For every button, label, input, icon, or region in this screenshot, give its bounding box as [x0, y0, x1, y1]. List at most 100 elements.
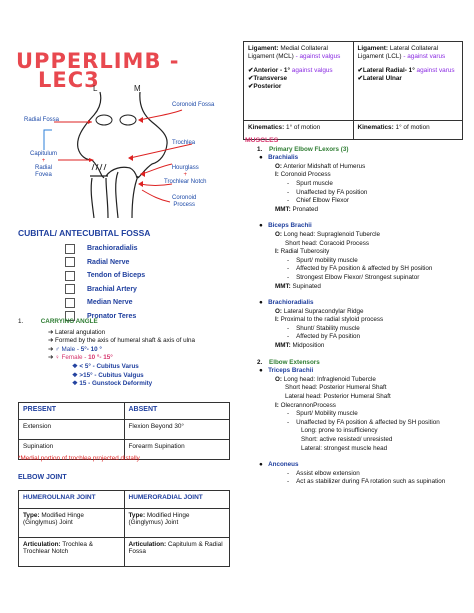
kinematics-value: 1° of motion: [284, 124, 321, 131]
label-hourglass: Hourglass: [171, 165, 199, 171]
articulation-label: Articulation:: [128, 541, 167, 548]
label-plus-2: +: [183, 172, 187, 178]
group-1-num: 1.: [257, 145, 263, 153]
list-item-text: Unaffected by FA position & affected by …: [296, 418, 440, 426]
type-value: Modified Hinge (Ginglymus) Joint: [128, 512, 190, 526]
mmt-text: Midposition: [290, 342, 325, 350]
insertion-label: I:: [275, 248, 279, 256]
mmt-text: Supinated: [290, 282, 321, 290]
label-plus: +: [41, 158, 46, 164]
insertion-text: OlecrannonProcess: [278, 401, 336, 409]
carrying-line-text: Formed by the axis of humeral shaft & ax…: [55, 337, 196, 345]
arrow-icon: ➔: [48, 328, 56, 336]
mcl-anterior-label: ✔Anterior - 1°: [248, 67, 290, 74]
carrying-sub-item: ❖ < 5° - Cubitus Varus: [72, 363, 238, 372]
carrying-sub-text: >15° - Cubitus Valgus: [79, 371, 144, 379]
list-item: - Spurt/ mobility muscle: [287, 256, 358, 264]
elbow-anatomy-figure: L M Radial Fossa Coronoid Fossa Trochlea…: [22, 84, 227, 220]
insertion-label: I:: [275, 316, 279, 324]
group-1-heading: 1.Primary Elbow FLexors (3): [245, 146, 470, 155]
list-item-text: Affected by FA position & affected by SH…: [296, 265, 433, 273]
list-item: - Spurt muscle: [287, 179, 333, 187]
articulation-value: Capitulum & Radial Fossa: [128, 541, 223, 555]
table-header-row: HUMEROULNAR JOINT HUMERORADIAL JOINT: [18, 490, 230, 509]
insertion-text: Radial Tuberosity: [278, 248, 330, 256]
list-item-text: Assist elbow extension: [296, 469, 360, 477]
kinematics-label: Kinematics:: [248, 124, 285, 131]
title-line-2: LEC3: [38, 68, 100, 92]
checkbox[interactable]: [65, 297, 75, 308]
list-item: - Chief Elbow Flexor: [287, 197, 349, 205]
list-item: - Affected by FA position & affected by …: [287, 265, 433, 273]
origin-label: O:: [275, 162, 282, 170]
page-title: UPPERLIMB - LEC3: [16, 51, 179, 92]
checkbox[interactable]: [65, 270, 75, 281]
carrying-sub-text: < 5° - Cubitus Varus: [79, 362, 139, 370]
mmt-label: MMT:: [275, 282, 291, 290]
muscle-biceps: ● Biceps Brachii O: Long head: Supraglen…: [245, 222, 470, 291]
list-item-text: Act as stabilizer during FA rotation suc…: [296, 478, 446, 486]
checkbox[interactable]: [65, 243, 75, 254]
table-row: Extension Flexion Beyond 30°: [18, 419, 230, 440]
mcl-function: - against valgus: [293, 53, 341, 60]
female-line: ➔ ♀ Female - 10 °- 15°: [48, 354, 238, 363]
cubital-item-label: Tendon of Biceps: [87, 272, 146, 280]
origin-text: Long head: Supraglenoid Tubercle: [282, 230, 381, 238]
list-item-text: Strongest Elbow Flexor/ Strongest supina…: [296, 273, 420, 281]
carrying-section: 1. CARRYING ANGLE ➔ Lateral angulation ➔…: [18, 318, 238, 389]
trochlea-note: *Medial portion of trochlea projected di…: [18, 455, 140, 462]
cubital-section: CUBITAL/ ANTECUBITAL FOSSA Brachioradial…: [18, 228, 233, 323]
checkbox[interactable]: [65, 284, 75, 295]
table-cell: Articulation: Capitulum & Radial Fossa: [123, 537, 230, 567]
table-row: Type: Modified Hinge (Ginglymus) Joint T…: [18, 508, 230, 538]
cubital-list: Brachioradialis Radial Nerve Tendon of B…: [18, 242, 233, 323]
cubital-item: Radial Nerve: [65, 256, 233, 270]
ligament-table: Ligament: Medial Collateral Ligament (MC…: [243, 41, 463, 140]
list-item-text: Long: prone to insufficiency: [301, 427, 378, 435]
lcl-function: - against varus: [401, 53, 446, 60]
list-item: - Spurt/ Mobility muscle: [287, 410, 358, 418]
arrow-icon: ➔: [48, 337, 56, 345]
list-item-text: Affected by FA position: [296, 333, 361, 341]
checkbox[interactable]: [65, 311, 75, 322]
list-item: - Affected by FA position: [287, 333, 361, 341]
carrying-lines: ➔ Lateral angulation ➔ Formed by the axi…: [18, 329, 238, 389]
muscle-brachialis: ● Brachialis O: Anterior Midshaft of Hum…: [245, 154, 470, 214]
muscles-heading: MUSCLES: [245, 137, 279, 144]
label-L: L: [93, 84, 98, 93]
present-header: PRESENT: [18, 402, 125, 420]
carrying-num: 1.: [18, 318, 24, 325]
cubital-item-label: Brachial Artery: [87, 285, 137, 293]
list-item-text: Lateral: strongest muscle head: [301, 444, 388, 452]
label-radial-fossa: Radial Fossa: [24, 117, 60, 123]
muscle-name: Brachialis: [268, 154, 299, 162]
list-item: - Act as stabilizer during FA rotation s…: [287, 478, 446, 486]
carrying-heading: CARRYING ANGLE: [40, 318, 98, 325]
cubital-item: Brachial Artery: [65, 283, 233, 297]
checkbox[interactable]: [65, 257, 75, 268]
list-item: - Unaffected by FA position: [287, 188, 368, 196]
table-cell: Articulation: Trochlea & Trochlear Notch: [18, 537, 125, 567]
female-symbol-icon: ♀: [55, 354, 60, 362]
cubital-item: Tendon of Biceps: [65, 269, 233, 283]
lcl-name: Lateral Collateral Ligament (LCL): [357, 45, 439, 60]
articulation-label: Articulation:: [23, 541, 61, 548]
mcl-name: Medial Collateral Ligament (MCL): [248, 45, 328, 60]
list-item-text: Spurt muscle: [296, 179, 333, 187]
label-capitulum: Capitulum: [30, 151, 58, 157]
cubital-item-label: Pronator Teres: [87, 312, 137, 320]
muscle-name: Anconeus: [268, 461, 299, 469]
group-2-num: 2.: [257, 358, 263, 366]
label-coronoid-group: Coronoid Process: [172, 195, 196, 209]
carrying-sub-item: ❖ >15° - Cubitus Valgus: [72, 372, 238, 381]
humeroulnar-header: HUMEROULNAR JOINT: [18, 490, 125, 509]
table-cell: Forearm Supination: [123, 439, 230, 460]
muscle-triceps: ● Triceps Brachii O: Long head: Infragle…: [245, 367, 470, 453]
mmt-text: Pronated: [290, 205, 319, 213]
bullet-icon: ●: [259, 222, 269, 230]
mcl-anterior: ✔Anterior - 1° against valgus: [248, 67, 349, 75]
male-value: 5°- 10 °: [80, 345, 102, 353]
lcl-lateral-radial-function: against varus: [414, 67, 455, 74]
origin-text-3: Lateral head: Posterior Humeral Shaft: [285, 393, 391, 401]
carrying-heading-row: 1. CARRYING ANGLE: [18, 318, 238, 327]
